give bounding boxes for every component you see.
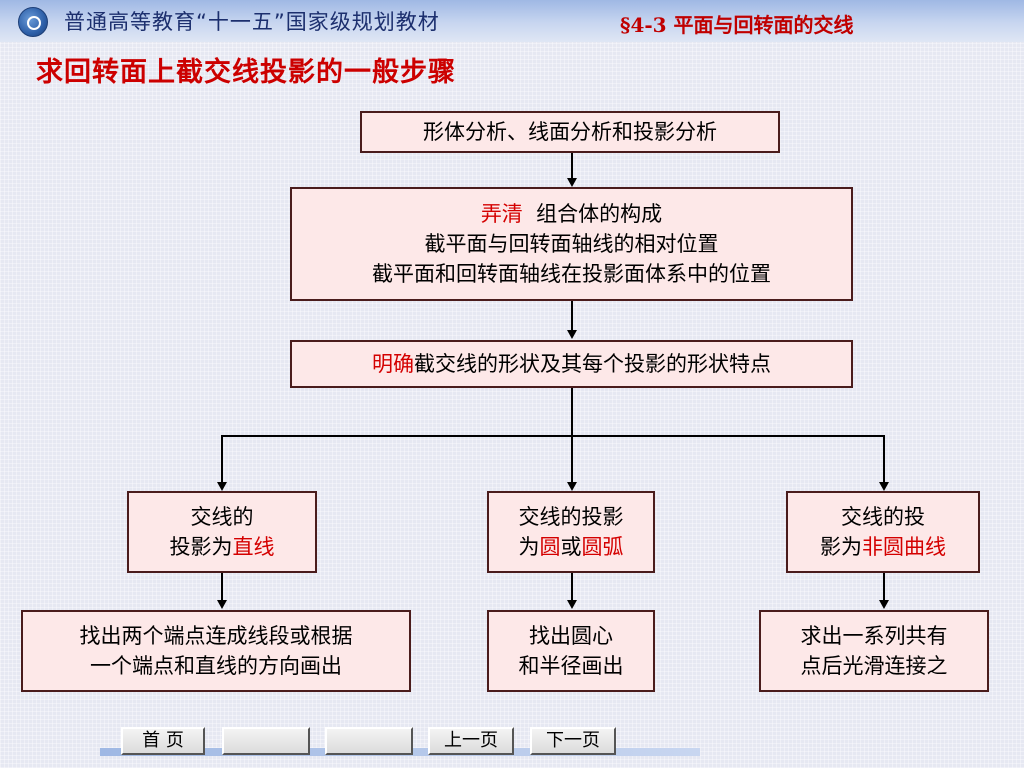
method-line-1: 找出圆心 [529, 624, 613, 648]
step-analysis-box: 形体分析、线面分析和投影分析 [360, 111, 780, 153]
case-line-2: 影为非圆曲线 [788, 532, 978, 562]
clarify-highlight: 弄清 [480, 202, 523, 226]
page-title: 求回转面上截交线投影的一般步骤 [36, 57, 456, 88]
case-line-2: 投影为直线 [129, 532, 315, 562]
clarify-line-1-text: 组合体的构成 [522, 202, 663, 226]
case-prefix: 为 [518, 535, 540, 559]
connector [883, 435, 885, 483]
method-line-2: 一个端点和直线的方向画出 [90, 654, 342, 678]
case-prefix: 影为 [820, 535, 862, 559]
arrow-down-icon [217, 600, 227, 609]
method-straight-line-box: 找出两个端点连成线段或根据 一个端点和直线的方向画出 [21, 610, 411, 692]
method-curve-box: 求出一系列共有 点后光滑连接之 [759, 610, 989, 692]
next-page-button[interactable]: 下一页 [530, 727, 616, 755]
arrow-down-icon [567, 600, 577, 609]
case-highlight: 非圆曲线 [862, 535, 946, 559]
connector [221, 435, 885, 437]
case-highlight: 圆 [539, 535, 561, 559]
connector [883, 573, 885, 601]
case-line-1: 交线的投 [841, 505, 925, 529]
case-highlight: 圆弧 [581, 535, 624, 559]
nav-blank-button-2[interactable] [325, 727, 413, 755]
home-button[interactable]: 首 页 [121, 727, 205, 755]
arrow-down-icon [879, 482, 889, 491]
case-line-1: 交线的 [190, 505, 254, 529]
arrow-down-icon [567, 178, 577, 187]
case-curve-box: 交线的投 影为非圆曲线 [786, 491, 980, 573]
method-line-2: 和半径画出 [518, 654, 624, 678]
connector [221, 435, 223, 483]
method-line-1: 求出一系列共有 [800, 624, 948, 648]
case-mid: 或 [560, 535, 582, 559]
case-highlight: 直线 [232, 535, 275, 559]
case-line-2: 为圆或圆弧 [489, 532, 653, 562]
case-circle-box: 交线的投影 为圆或圆弧 [487, 491, 655, 573]
header-bar: 普通高等教育“十一五”国家级规划教材 §4-3 平面与回转面的交线 [0, 0, 1024, 42]
clarify-line-2: 截平面与回转面轴线的相对位置 [424, 232, 719, 256]
method-circle-box: 找出圆心 和半径画出 [487, 610, 655, 692]
nav-blank-button-1[interactable] [222, 727, 310, 755]
arrow-down-icon [879, 600, 889, 609]
arrow-down-icon [567, 482, 577, 491]
connector [571, 301, 573, 331]
arrow-down-icon [217, 482, 227, 491]
prev-page-button[interactable]: 上一页 [428, 727, 514, 755]
clarify-line-3: 截平面和回转面轴线在投影面体系中的位置 [372, 262, 771, 286]
clarify-line-1: 弄清 组合体的构成 [292, 199, 851, 229]
connector [571, 153, 573, 179]
header-title: 普通高等教育“十一五”国家级规划教材 [64, 10, 440, 34]
publisher-logo-icon [18, 7, 48, 37]
connector [221, 573, 223, 601]
case-prefix: 投影为 [169, 535, 233, 559]
case-straight-line-box: 交线的 投影为直线 [127, 491, 317, 573]
section-title: §4-3 平面与回转面的交线 [620, 13, 854, 37]
arrow-down-icon [567, 330, 577, 339]
step-analysis-text: 形体分析、线面分析和投影分析 [423, 120, 717, 144]
method-line-2: 点后光滑连接之 [800, 654, 948, 678]
step-clarify-box: 弄清 组合体的构成 截平面与回转面轴线的相对位置 截平面和回转面轴线在投影面体系… [290, 187, 853, 301]
method-line-1: 找出两个端点连成线段或根据 [79, 624, 353, 648]
case-line-1: 交线的投影 [518, 505, 624, 529]
connector [571, 388, 573, 436]
connector [571, 573, 573, 601]
determine-highlight: 明确 [372, 352, 414, 376]
connector [571, 436, 573, 483]
determine-text: 截交线的形状及其每个投影的形状特点 [414, 352, 771, 376]
step-determine-box: 明确截交线的形状及其每个投影的形状特点 [290, 340, 853, 388]
determine-line: 明确截交线的形状及其每个投影的形状特点 [292, 349, 851, 379]
